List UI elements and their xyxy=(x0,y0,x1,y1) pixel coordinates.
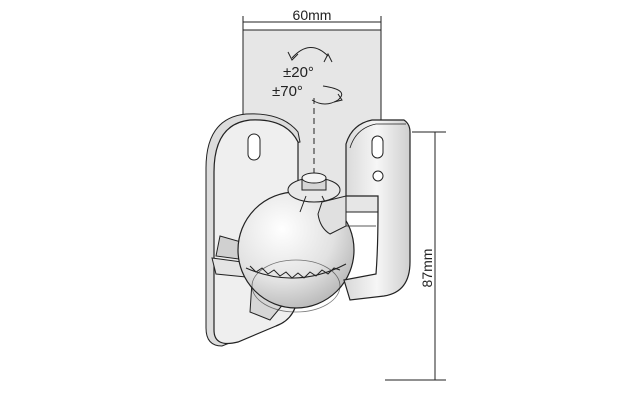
arm-hole-icon xyxy=(372,170,384,182)
width-dimension xyxy=(242,16,382,30)
speaker-arm xyxy=(343,119,411,301)
width-label: 60mm xyxy=(293,7,332,23)
height-dimension xyxy=(385,131,446,381)
ratchet-teeth xyxy=(249,265,341,279)
mounting-slot-icon xyxy=(247,133,261,161)
height-label: 87mm xyxy=(419,249,435,288)
arm-connector xyxy=(317,195,347,235)
tilt-label: ±20° xyxy=(283,64,314,81)
arm-slot-icon xyxy=(371,135,384,159)
swivel-arrow-icon xyxy=(311,85,343,105)
screw-nut-icon xyxy=(287,172,341,213)
swivel-label: ±70° xyxy=(272,83,303,100)
tilt-arrow-icon xyxy=(287,47,333,63)
